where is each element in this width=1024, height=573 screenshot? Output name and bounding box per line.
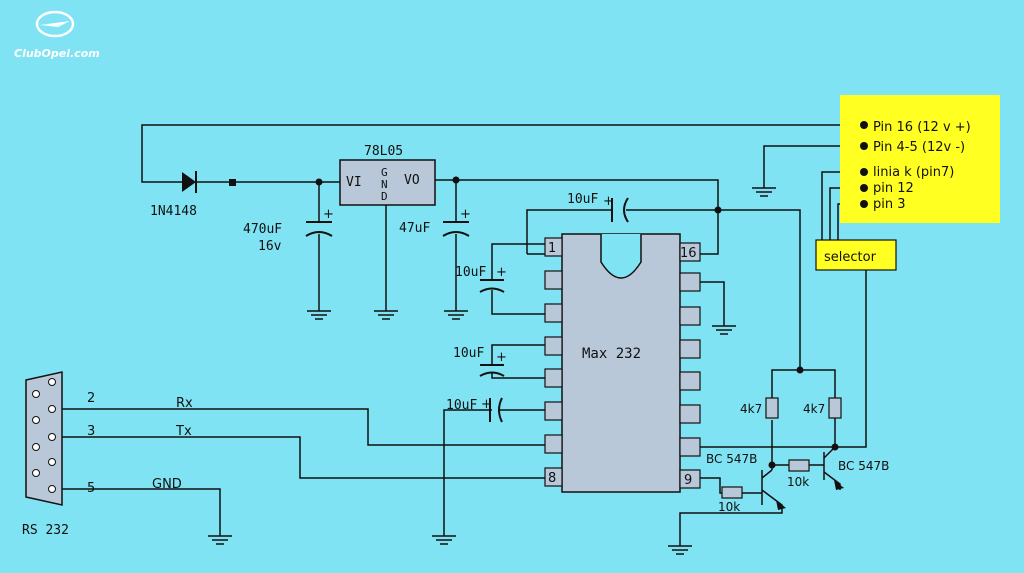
rs232-db9-connector: RS 232 2 3 5 Rx Tx GND bbox=[22, 371, 193, 538]
diode-1n4148: 1N4148 bbox=[150, 171, 197, 219]
r4-label: 10k bbox=[787, 475, 809, 489]
selector-label: selector bbox=[824, 250, 877, 265]
ic-right-pins bbox=[679, 242, 701, 489]
svg-text:+: + bbox=[496, 265, 507, 280]
cap-output-value: 47uF bbox=[399, 221, 430, 236]
capacitor-c3-10uf: + 10uF bbox=[446, 397, 503, 423]
regulator-gnd-n: N bbox=[381, 178, 388, 191]
connector-pin45-label: Pin 4-5 (12v -) bbox=[873, 140, 965, 155]
max232-chip: Max 232 1 8 9 16 bbox=[544, 233, 701, 493]
ground-symbols bbox=[207, 181, 777, 555]
ic-pin9-label: 9 bbox=[684, 473, 692, 488]
rs232-pin3-num: 3 bbox=[87, 424, 95, 439]
cap-c2-value: 10uF bbox=[453, 346, 484, 361]
capacitor-c2-10uf: + 10uF bbox=[453, 346, 507, 377]
svg-text:+: + bbox=[603, 194, 614, 209]
selector-box: selector bbox=[815, 239, 897, 271]
capacitor-47uf: + 47uF bbox=[399, 207, 471, 237]
cap-c3-value: 10uF bbox=[446, 398, 477, 413]
connector-pin3-label: pin 3 bbox=[873, 197, 906, 212]
r2-label: 4k7 bbox=[803, 402, 825, 416]
svg-text:+: + bbox=[323, 207, 334, 222]
rs232-tx-label: Tx bbox=[175, 424, 192, 439]
ic-label: Max 232 bbox=[582, 346, 641, 362]
clubopel-logo: ClubOpel.com bbox=[14, 10, 100, 60]
rs232-title: RS 232 bbox=[22, 523, 69, 538]
cap-top-value: 10uF bbox=[567, 192, 598, 207]
diode-label: 1N4148 bbox=[150, 204, 197, 219]
ic-left-pins bbox=[544, 237, 563, 487]
resistor-4k7-right: 4k7 bbox=[803, 397, 842, 419]
regulator-vi: VI bbox=[346, 175, 362, 190]
r3-label: 10k bbox=[718, 500, 740, 514]
ic-pin16-label: 16 bbox=[680, 246, 697, 261]
resistor-10k-right: 10k bbox=[787, 459, 810, 489]
resistor-10k-left: 10k bbox=[718, 486, 743, 514]
capacitor-top-10uf: + 10uF bbox=[567, 192, 629, 223]
wires bbox=[62, 124, 867, 540]
connector-pin16-label: Pin 16 (12 v +) bbox=[873, 120, 971, 135]
ic-pin8-label: 8 bbox=[548, 471, 556, 486]
capacitor-c1-10uf: + 10uF bbox=[455, 265, 507, 293]
t2-label: BC 547B bbox=[838, 459, 889, 473]
capacitor-470uf: + 470uF 16v bbox=[243, 207, 334, 254]
regulator-gnd-d: D bbox=[381, 190, 388, 203]
connector-pin12-label: pin 12 bbox=[873, 181, 914, 196]
regulator-label: 78L05 bbox=[364, 144, 403, 159]
svg-text:+: + bbox=[460, 207, 471, 222]
junction-dots bbox=[229, 176, 839, 469]
cap-c1-value: 10uF bbox=[455, 265, 486, 280]
rs232-pin5-num: 5 bbox=[87, 481, 95, 496]
rs232-rx-label: Rx bbox=[176, 396, 193, 411]
rs232-pin2-num: 2 bbox=[87, 391, 95, 406]
svg-text:+: + bbox=[496, 350, 507, 365]
cap-input-voltage: 16v bbox=[258, 239, 282, 254]
connector-pin7-label: linia k (pin7) bbox=[873, 165, 954, 180]
watermark-text: ClubOpel.com bbox=[14, 47, 100, 60]
regulator-78l05: 78L05 VI VO G N D bbox=[339, 144, 436, 206]
regulator-gnd-g: G bbox=[381, 166, 388, 179]
resistor-4k7-left: 4k7 bbox=[740, 397, 779, 419]
t1-label: BC 547B bbox=[706, 452, 757, 466]
regulator-vo: VO bbox=[404, 173, 420, 188]
transistor-bc547b-left: BC 547B bbox=[706, 452, 786, 510]
obd-connector-box: Pin 16 (12 v +) Pin 4-5 (12v -) linia k … bbox=[840, 95, 1000, 223]
rs232-gnd-label: GND bbox=[152, 477, 182, 492]
ic-pin1-label: 1 bbox=[548, 241, 556, 256]
r1-label: 4k7 bbox=[740, 402, 762, 416]
cap-input-value: 470uF bbox=[243, 222, 282, 237]
svg-text:+: + bbox=[481, 397, 492, 412]
transistor-bc547b-right: BC 547B bbox=[834, 459, 889, 490]
